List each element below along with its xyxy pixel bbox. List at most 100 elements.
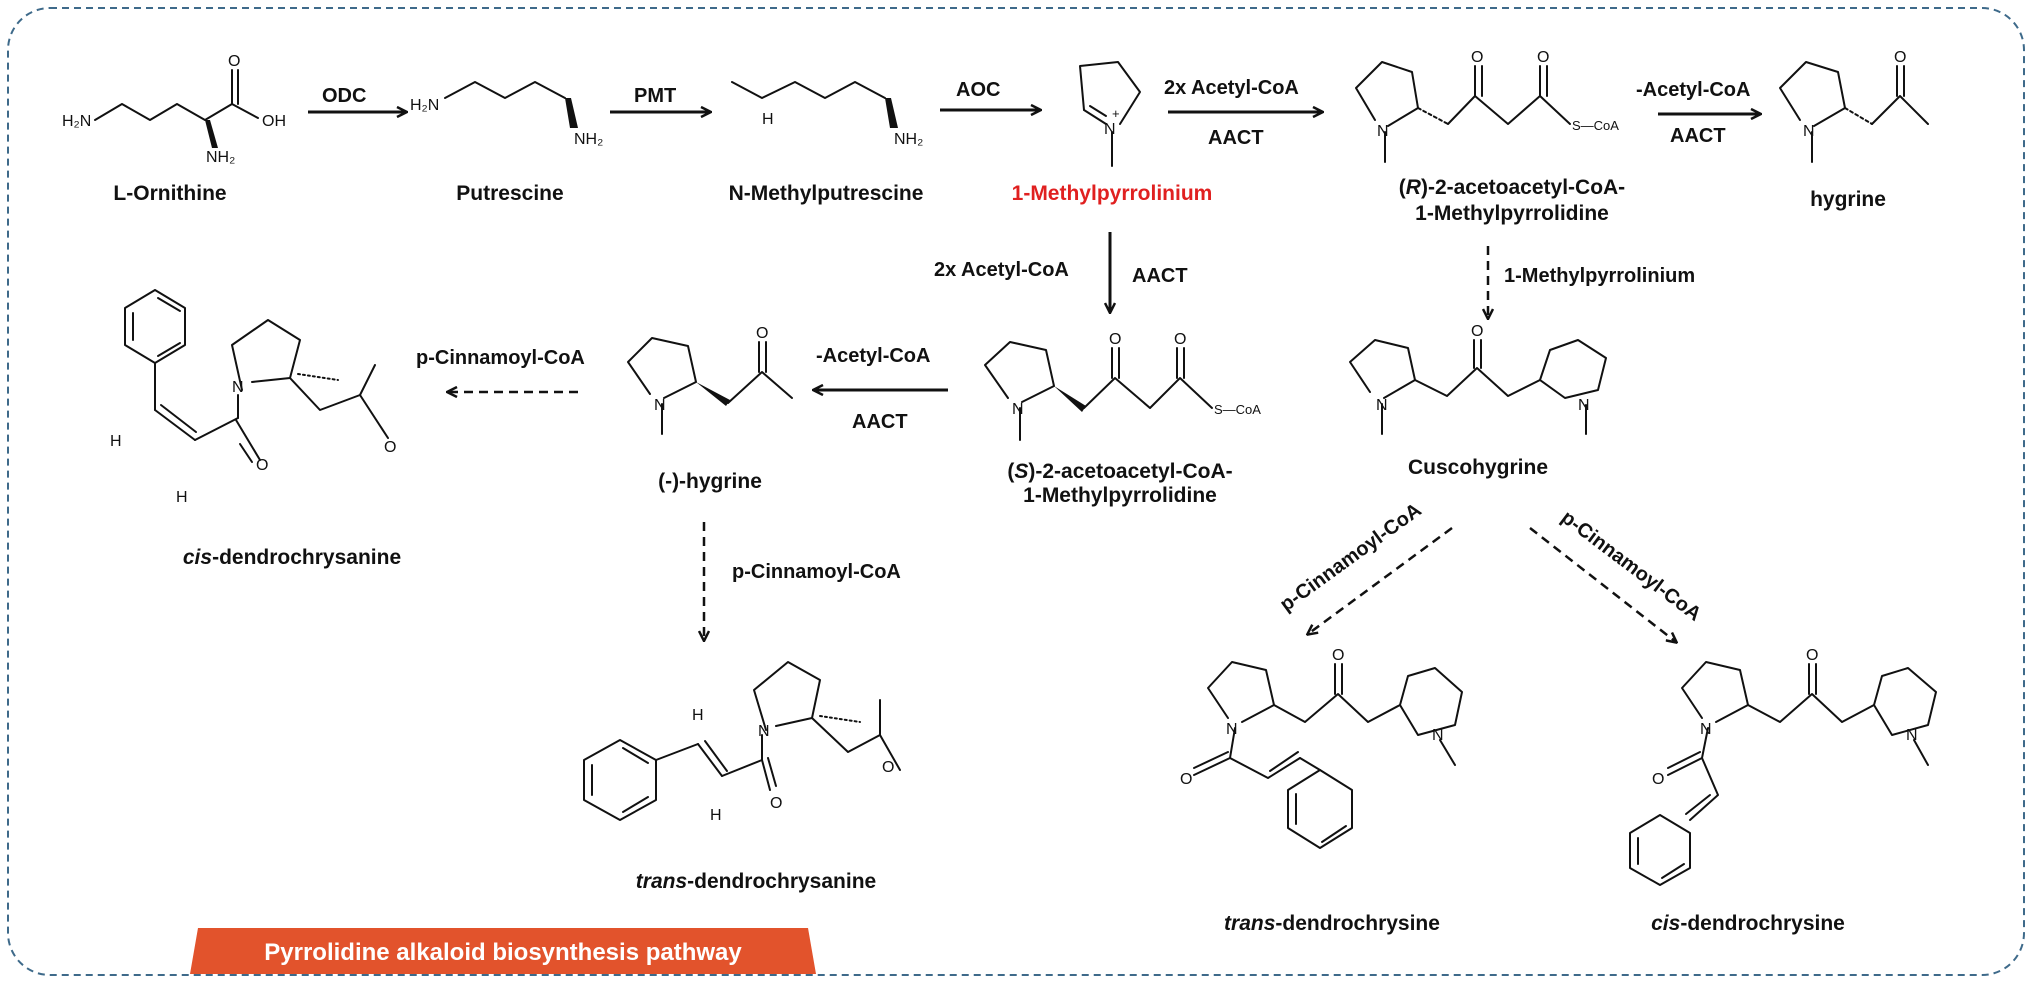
label-trans-drc-italic: trans	[1224, 912, 1275, 935]
atom-o: O	[756, 325, 768, 342]
atom-n: N	[1578, 397, 1590, 414]
atom-oh: OH	[262, 113, 286, 130]
atom-h: H	[762, 111, 774, 128]
atom-o: O	[1180, 771, 1192, 788]
atom-n: N	[1432, 727, 1444, 744]
label-trans-drc-rest: -dendrochrysine	[1275, 912, 1440, 935]
label-s-compound-line2: 1-Methylpyrrolidine	[1023, 484, 1217, 507]
title-banner: Pyrrolidine alkaloid biosynthesis pathwa…	[190, 928, 816, 974]
atom-h2n: H₂N	[62, 113, 91, 130]
structure-l-ornithine: H₂N O OH NH₂	[62, 53, 286, 166]
atom-o: O	[1537, 49, 1549, 66]
atom-n: N	[1377, 123, 1389, 140]
arrow-label-acetyl-2x-down: 2x Acetyl-CoA	[934, 259, 1069, 281]
label-l-ornithine: L-Ornithine	[113, 182, 226, 205]
structure-putrescine: H₂N NH₂	[410, 81, 603, 148]
arrow-label-cinnamoyl-left: p-Cinnamoyl-CoA	[416, 347, 585, 369]
structure-neg-hygrine: N O	[627, 325, 793, 435]
diagram-title: Pyrrolidine alkaloid biosynthesis pathwa…	[264, 939, 742, 966]
atom-o: O	[1471, 49, 1483, 66]
structure-cis-dendrochrysanine: H H N O O	[110, 289, 396, 506]
atom-n: N	[1376, 397, 1388, 414]
label-cis-drc-italic: cis	[1651, 912, 1680, 935]
label-1-methylpyrrolinium: 1-Methylpyrrolinium	[1012, 182, 1213, 205]
arrow-label-minus-acetyl-top: -Acetyl-CoA	[1636, 79, 1750, 101]
label-trans-dendrochrysanine: trans-dendrochrysanine	[636, 870, 876, 893]
label-cis-dendrochrysine: cis-dendrochrysine	[1651, 912, 1845, 935]
arrow-label-aact-top2: AACT	[1670, 125, 1726, 147]
atom-h2n: H₂N	[410, 97, 439, 114]
label-cis-drc-rest: -dendrochrysine	[1680, 912, 1845, 935]
atom-scoa: S—CoA	[1572, 118, 1619, 133]
label-trans-dendrochrysine: trans-dendrochrysine	[1224, 912, 1440, 935]
atom-plus: +	[1112, 106, 1120, 121]
atom-o: O	[256, 457, 268, 474]
label-trans-drn-italic: trans	[636, 870, 687, 893]
arrow-label-aoc: AOC	[956, 79, 1000, 101]
label-r-compound-line2: 1-Methylpyrrolidine	[1415, 202, 1609, 225]
label-s-letter: S	[1014, 460, 1028, 483]
atom-h: H	[710, 807, 722, 824]
atom-n: N	[758, 723, 770, 740]
atom-o: O	[770, 795, 782, 812]
atom-scoa: S—CoA	[1214, 402, 1261, 417]
atom-h: H	[110, 433, 122, 450]
atom-h: H	[692, 707, 704, 724]
structure-cuscohygrine: N O N	[1349, 323, 1607, 435]
atom-o: O	[1109, 331, 1121, 348]
label-hygrine: hygrine	[1810, 188, 1886, 211]
structure-hygrine: N O	[1779, 49, 1929, 163]
label-cuscohygrine: Cuscohygrine	[1408, 456, 1548, 479]
label-trans-drn-rest: -dendrochrysanine	[687, 870, 876, 893]
atom-nh2: NH₂	[206, 149, 235, 166]
label-putrescine: Putrescine	[456, 182, 563, 205]
arrow-label-odc: ODC	[322, 85, 366, 107]
label-cis-dendrochrysanine: cis-dendrochrysanine	[183, 546, 401, 569]
arrow-cinnamoyl-diag-right	[1529, 527, 1676, 642]
arrow-label-minus-acetyl-mid: -Acetyl-CoA	[816, 345, 930, 367]
atom-n: N	[1104, 121, 1116, 138]
atom-o: O	[1652, 771, 1664, 788]
atom-o: O	[1806, 647, 1818, 664]
atom-h: H	[176, 489, 188, 506]
atom-o: O	[1471, 323, 1483, 340]
arrow-label-pmt: PMT	[634, 85, 676, 107]
label-n-methylputrescine: N-Methylputrescine	[729, 182, 924, 205]
diagram-frame	[7, 7, 2025, 976]
atom-o: O	[1332, 647, 1344, 664]
label-r-rest: )-2-acetoacetyl-CoA-	[1421, 176, 1625, 199]
structure-r-acetoacetyl-coa: N O O S—CoA	[1355, 49, 1619, 163]
label-neg-hygrine: (-)-hygrine	[658, 470, 762, 493]
arrow-label-aact-mid: AACT	[852, 411, 908, 433]
atom-nh2: NH₂	[574, 131, 603, 148]
atom-o: O	[384, 439, 396, 456]
atom-n: N	[1700, 721, 1712, 738]
atom-n: N	[1012, 401, 1024, 418]
arrow-label-aact-down: AACT	[1132, 265, 1188, 287]
atom-n: N	[1226, 721, 1238, 738]
atom-o: O	[882, 759, 894, 776]
label-r-paren: (	[1399, 176, 1406, 199]
label-r-compound-line1: (R)-2-acetoacetyl-CoA-	[1399, 176, 1625, 199]
structure-trans-dendrochrysanine: H H N O O	[583, 661, 901, 824]
structure-1-methylpyrrolinium: N +	[1079, 61, 1141, 167]
label-s-paren: (	[1007, 460, 1014, 483]
label-s-rest: )-2-acetoacetyl-CoA-	[1028, 460, 1232, 483]
arrow-label-aact-top: AACT	[1208, 127, 1264, 149]
atom-n: N	[232, 379, 244, 396]
atom-n: N	[1906, 727, 1918, 744]
structure-s-acetoacetyl-coa: N O O S—CoA	[984, 331, 1261, 441]
arrow-label-cinnamoyl-diag-left: p-Cinnamoyl-CoA	[1276, 499, 1426, 616]
atom-n: N	[1803, 123, 1815, 140]
atom-n: N	[654, 397, 666, 414]
atom-o: O	[228, 53, 240, 70]
atom-o: O	[1174, 331, 1186, 348]
label-cis-drn-rest: -dendrochrysanine	[212, 546, 401, 569]
arrow-label-cinnamoyl-down: p-Cinnamoyl-CoA	[732, 561, 901, 583]
structure-trans-dendrochrysine: N O O N	[1180, 647, 1463, 849]
arrow-label-acetyl-2x-top: 2x Acetyl-CoA	[1164, 77, 1299, 99]
structure-cis-dendrochrysine: N O O N	[1629, 647, 1937, 886]
atom-nh2: NH₂	[894, 131, 923, 148]
title-banner-background	[190, 928, 816, 974]
